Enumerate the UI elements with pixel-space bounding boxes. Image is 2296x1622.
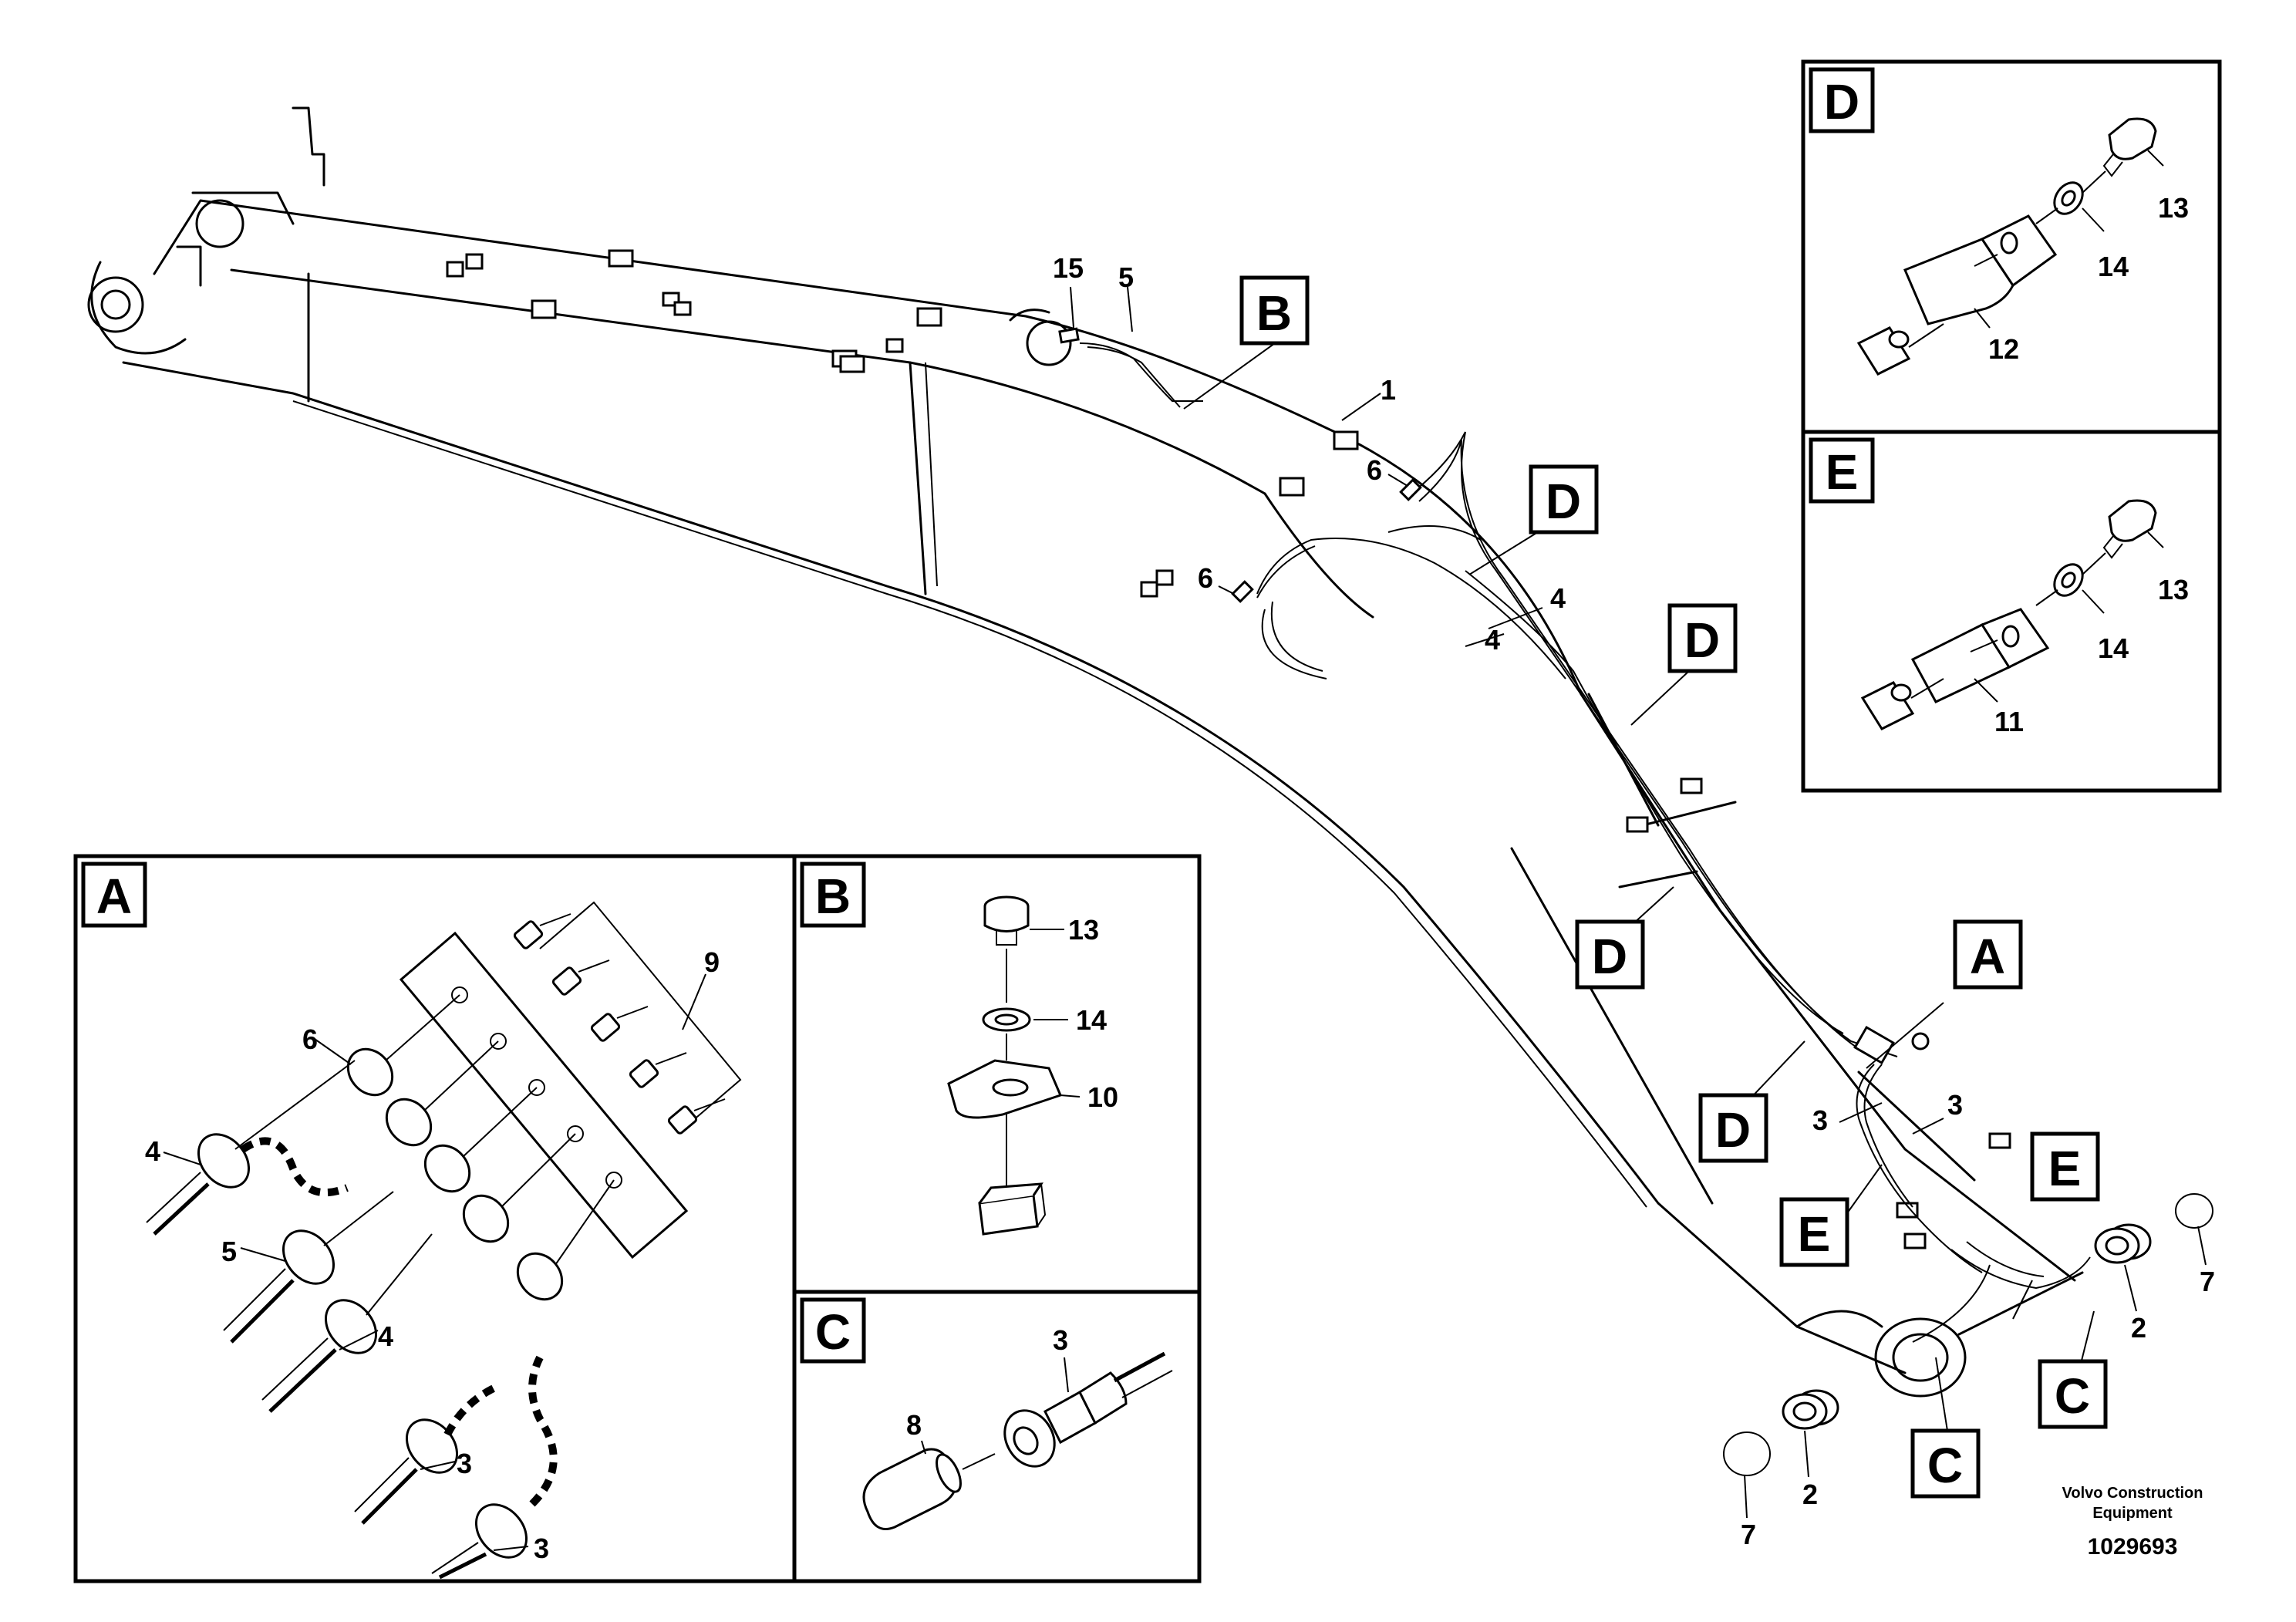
part-label-7: 7 bbox=[1741, 1519, 1756, 1550]
part-label-2: 2 bbox=[1802, 1479, 1818, 1510]
part-label-2: 2 bbox=[2131, 1312, 2146, 1344]
part-label-14: 14 bbox=[2098, 251, 2129, 282]
part-label-12: 12 bbox=[1988, 333, 2019, 365]
callout-A: A bbox=[1970, 929, 2005, 984]
part-label-6: 6 bbox=[1367, 454, 1382, 486]
part-label-15: 15 bbox=[1053, 252, 1084, 284]
boom-blocks bbox=[446, 249, 2011, 1249]
main-part-numbers: 15 5 1 6 6 4 4 3 3 2 7 2 7 bbox=[1053, 252, 2215, 1550]
callout-C: C bbox=[2055, 1368, 2090, 1424]
bushings bbox=[1723, 1193, 2213, 1476]
callout-D-box-3 bbox=[1575, 919, 1645, 990]
drawing-number: 1029693 bbox=[2088, 1534, 2178, 1560]
part-label-4: 4 bbox=[1550, 582, 1566, 614]
boom-fittings bbox=[1058, 327, 1930, 1065]
detail-a-panel: A bbox=[73, 854, 1202, 1583]
part-label-13: 13 bbox=[2158, 192, 2189, 224]
part-label-3: 3 bbox=[1053, 1324, 1068, 1356]
leader-lines bbox=[1070, 286, 2207, 1519]
detail-e-label: E bbox=[1826, 444, 1859, 500]
part-label-1: 1 bbox=[1381, 374, 1396, 406]
detail-e-panel: E 13 14 11 bbox=[1801, 430, 2222, 793]
part-label-7: 7 bbox=[2200, 1266, 2215, 1297]
callout-D: D bbox=[1546, 474, 1581, 529]
callout-D-box-4 bbox=[1698, 1093, 1768, 1163]
footer: Volvo Construction Equipment 1029693 bbox=[2062, 1485, 2203, 1560]
callout-E-box-2 bbox=[2030, 1131, 2100, 1202]
part-label-5: 5 bbox=[221, 1236, 237, 1267]
detail-c-label: C bbox=[815, 1304, 851, 1360]
callout-C: C bbox=[1927, 1438, 1963, 1493]
part-label-3: 3 bbox=[1812, 1104, 1828, 1136]
callout-E: E bbox=[1798, 1206, 1831, 1262]
part-label-6: 6 bbox=[302, 1023, 318, 1055]
part-label-10: 10 bbox=[1087, 1081, 1118, 1113]
detail-c-panel: C 3 8 bbox=[792, 1290, 1202, 1583]
part-label-3: 3 bbox=[534, 1533, 549, 1564]
part-label-5: 5 bbox=[1118, 261, 1134, 293]
part-label-3: 3 bbox=[1947, 1089, 1963, 1121]
part-label-13: 13 bbox=[1068, 914, 1099, 946]
detail-b-label: B bbox=[815, 868, 851, 924]
part-label-3: 3 bbox=[457, 1448, 472, 1479]
boom-body bbox=[87, 106, 2084, 1398]
callout-D-box-1 bbox=[1529, 464, 1599, 534]
callout-B-box bbox=[1239, 275, 1310, 346]
detail-b-panel: B 13 14 10 bbox=[792, 854, 1202, 1294]
callout-D: D bbox=[1592, 929, 1627, 984]
brand-line-1: Volvo Construction bbox=[2062, 1485, 2203, 1502]
callout-D: D bbox=[1715, 1102, 1751, 1158]
part-label-4: 4 bbox=[145, 1135, 160, 1167]
brand-line-2: Equipment bbox=[2092, 1505, 2173, 1522]
callout-D-box-2 bbox=[1667, 603, 1738, 673]
callout-B: B bbox=[1256, 285, 1292, 341]
part-label-8: 8 bbox=[906, 1409, 922, 1441]
part-label-9: 9 bbox=[704, 946, 720, 978]
left-fittings bbox=[346, 994, 615, 1301]
main-callouts: B D D D D A E E C C bbox=[1239, 275, 2108, 1499]
part-label-14: 14 bbox=[1076, 1004, 1107, 1036]
detail-a-label: A bbox=[96, 868, 132, 924]
right-fittings bbox=[513, 913, 726, 1135]
callout-A-box bbox=[1953, 919, 2023, 990]
part-label-14: 14 bbox=[2098, 632, 2129, 664]
part-label-4: 4 bbox=[1485, 624, 1500, 656]
part-label-11: 11 bbox=[1994, 706, 2024, 737]
detail-d-label: D bbox=[1824, 74, 1859, 130]
hose-ends bbox=[146, 1060, 528, 1580]
callout-E: E bbox=[2048, 1141, 2082, 1196]
boom-hoses bbox=[1079, 342, 2091, 1343]
callout-C-box-1 bbox=[2038, 1359, 2108, 1429]
detail-d-panel: D 13 14 12 bbox=[1801, 59, 2222, 434]
part-label-13: 13 bbox=[2158, 574, 2189, 605]
part-label-6: 6 bbox=[1198, 562, 1213, 594]
callout-E-box-1 bbox=[1779, 1197, 1849, 1267]
callout-C-box-2 bbox=[1910, 1428, 1981, 1499]
part-label-4: 4 bbox=[378, 1320, 393, 1352]
callout-D: D bbox=[1684, 612, 1720, 668]
